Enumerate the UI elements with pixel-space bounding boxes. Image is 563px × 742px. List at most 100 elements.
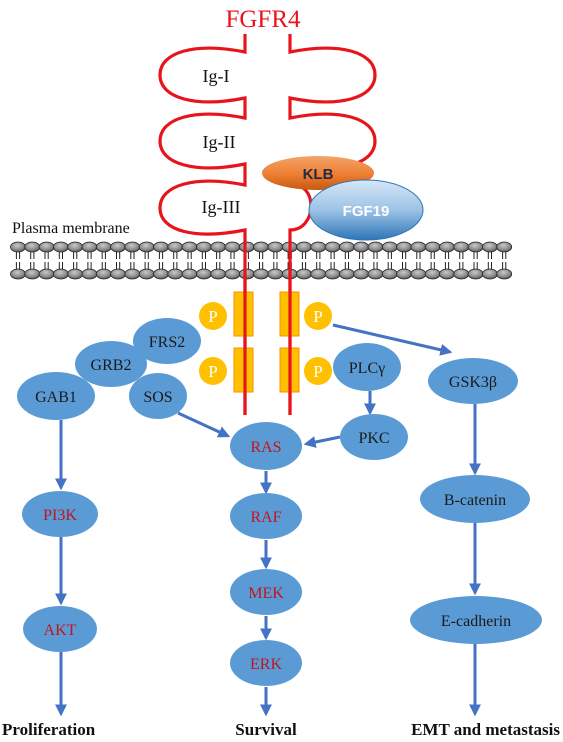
- lipid-head: [296, 241, 312, 253]
- lipid-head: [481, 268, 498, 280]
- node-raf-label: RAF: [250, 509, 281, 526]
- lipid-head: [496, 241, 513, 253]
- node-pkc: PKC: [340, 414, 408, 460]
- lipid-head: [195, 241, 212, 253]
- lipid-head: [24, 241, 41, 253]
- lipid-head: [81, 241, 98, 253]
- node-gsk3b: GSK3β: [428, 358, 518, 404]
- phospho-label: P: [208, 307, 217, 326]
- node-ras: RAS: [230, 422, 302, 470]
- lipid-head: [381, 241, 398, 253]
- node-plcg-label: PLCγ: [349, 360, 385, 377]
- domain-ig-ii: Ig-II: [203, 132, 236, 152]
- lipid-head: [453, 241, 470, 253]
- lipid-head: [410, 241, 427, 253]
- lipid-head: [324, 268, 341, 280]
- lipid-head: [10, 268, 26, 280]
- phospho-label: P: [313, 362, 322, 381]
- node-pi3k: PI3K: [22, 491, 98, 537]
- node-ecadherin: E-cadherin: [410, 596, 542, 644]
- lipid-head: [181, 268, 198, 280]
- node-ecadherin-label: E-cadherin: [441, 613, 511, 630]
- lipid-head: [353, 241, 370, 253]
- node-erk-label: ERK: [250, 656, 282, 673]
- receptor-title: FGFR4: [225, 6, 301, 33]
- lipid-head: [253, 268, 270, 280]
- phospho-site-left-bottom: P: [199, 357, 227, 385]
- membrane-label: Plasma membrane: [12, 220, 130, 237]
- node-erk: ERK: [230, 640, 302, 686]
- node-mek: MEK: [230, 569, 302, 615]
- fgf19-label: FGF19: [343, 203, 390, 220]
- lipid-head: [110, 241, 126, 253]
- arrow-pkc-to-ras: [303, 435, 341, 448]
- lipid-head: [67, 241, 84, 253]
- lipid-head: [24, 268, 41, 280]
- node-pkc-label: PKC: [358, 430, 389, 447]
- lipid-head: [167, 241, 184, 253]
- lipid-head: [38, 268, 55, 280]
- outcome-survival: Survival: [235, 720, 297, 739]
- lipid-head: [124, 241, 141, 253]
- node-ras-label: RAS: [250, 439, 281, 456]
- node-frs2-label: FRS2: [149, 334, 185, 351]
- node-mek-label: MEK: [248, 585, 284, 602]
- lipid-head: [338, 241, 355, 253]
- lipid-head: [267, 268, 284, 280]
- domain-ig-i: Ig-I: [203, 66, 230, 86]
- lipid-head: [210, 241, 227, 253]
- lipid-head: [453, 268, 470, 280]
- arrow-sos-to-ras: [177, 411, 231, 438]
- lipid-head: [467, 268, 484, 280]
- lipid-head: [95, 241, 112, 253]
- lipid-head: [353, 268, 370, 280]
- node-gsk3b-label: GSK3β: [449, 374, 497, 391]
- node-akt-label: AKT: [44, 622, 77, 639]
- lipid-head: [238, 241, 255, 253]
- lipid-head: [124, 268, 141, 280]
- lipid-head: [38, 241, 55, 253]
- lipid-head: [181, 241, 198, 253]
- outcomes: Proliferation Survival EMT and metastasi…: [2, 720, 560, 739]
- lipid-head: [224, 268, 241, 280]
- node-pi3k-label: PI3K: [43, 507, 77, 524]
- lipid-head: [310, 241, 327, 253]
- lipid-head: [195, 268, 212, 280]
- lipid-head: [224, 241, 241, 253]
- lipid-head: [53, 241, 69, 253]
- lipid-head: [396, 268, 413, 280]
- lipid-head: [53, 268, 69, 280]
- lipid-head: [67, 268, 84, 280]
- phospho-label: P: [208, 362, 217, 381]
- phospho-site-left-top: P: [199, 302, 227, 330]
- node-frs2: FRS2: [133, 318, 201, 364]
- node-bcatenin-label: B-catenin: [444, 492, 506, 509]
- lipid-head: [367, 268, 384, 280]
- phospho-site-right-top: P: [304, 302, 332, 330]
- lipid-head: [138, 241, 155, 253]
- lipid-head: [439, 241, 455, 253]
- phospho-site-right-bottom: P: [304, 357, 332, 385]
- lipid-head: [210, 268, 227, 280]
- node-sos: SOS: [129, 373, 187, 419]
- node-bcatenin: B-catenin: [420, 475, 530, 523]
- fgf19-ligand: FGF19: [308, 179, 424, 241]
- lipid-head: [496, 268, 513, 280]
- node-plcg: PLCγ: [333, 343, 401, 391]
- lipid-head: [267, 241, 284, 253]
- receptor-left-strand: [158, 34, 247, 415]
- node-gab1-label: GAB1: [35, 389, 77, 406]
- lipid-head: [324, 241, 341, 253]
- lipid-head: [310, 268, 327, 280]
- plasma-membrane: [10, 241, 513, 280]
- lipid-head: [338, 268, 355, 280]
- node-gab1: GAB1: [17, 372, 95, 420]
- pathway-arrows: [55, 323, 481, 717]
- signaling-nodes: FRS2 GRB2 GAB1 SOS PLCγ PKC GSK3β RAS: [17, 318, 542, 686]
- arrow-p-to-gsk3b: [332, 323, 453, 356]
- lipid-head: [410, 268, 427, 280]
- node-raf: RAF: [230, 493, 302, 539]
- lipid-head: [167, 268, 184, 280]
